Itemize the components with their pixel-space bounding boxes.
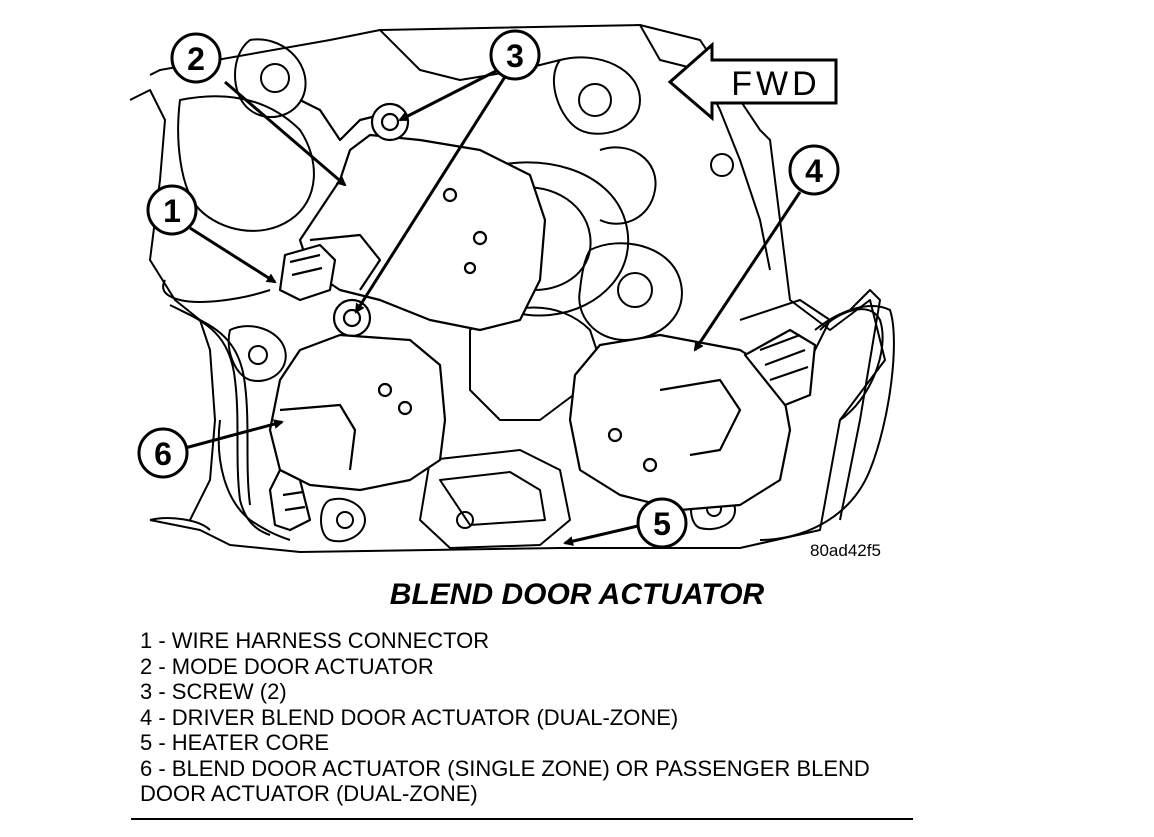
fwd-label: FWD (731, 65, 820, 103)
legend-item: 2 - MODE DOOR ACTUATOR (140, 653, 434, 679)
legend-divider (131, 818, 913, 820)
driver-blend-door-actuator-drawing (568, 328, 817, 512)
callout-label-5: 5 (653, 506, 671, 542)
callout-5: 5 (636, 497, 688, 549)
mode-door-actuator-drawing (278, 99, 547, 332)
callout-1: 1 (146, 184, 198, 236)
leader-arrow-1 (189, 226, 277, 284)
leader-arrow-4 (693, 191, 802, 352)
leader-arrow-5 (563, 524, 639, 547)
wire-harnesses-drawing (162, 279, 895, 541)
figure-title: BLEND DOOR ACTUATOR (389, 578, 765, 611)
callout-label-1: 1 (163, 193, 181, 229)
leader-arrow-6 (184, 419, 284, 450)
legend-item: 5 - HEATER CORE (140, 730, 330, 755)
callout-4: 4 (788, 144, 840, 196)
legend-item: 4 - DRIVER BLEND DOOR ACTUATOR (DUAL-ZON… (140, 704, 679, 730)
callout-label-6: 6 (154, 436, 172, 472)
leader-arrow-3a (398, 68, 499, 122)
leader-arrows (184, 68, 802, 547)
callout-2: 2 (170, 32, 222, 84)
callout-label-4: 4 (805, 153, 823, 189)
passenger-blend-door-actuator-drawing (268, 333, 447, 532)
legend-item: 1 - WIRE HARNESS CONNECTOR (140, 628, 490, 653)
callout-label-2: 2 (187, 41, 205, 77)
figure-code: 80ad42f5 (810, 541, 881, 560)
leader-arrow-3b (354, 71, 510, 314)
callout-6: 6 (137, 427, 189, 479)
callout-label-3: 3 (506, 38, 524, 74)
fwd-direction-arrow: FWD (667, 41, 838, 122)
legend-item: 6 - BLEND DOOR ACTUATOR (SINGLE ZONE) OR… (140, 755, 870, 807)
leader-arrow-2 (224, 80, 347, 187)
callout-3: 3 (489, 29, 541, 81)
legend-item: 3 - SCREW (2) (140, 679, 287, 704)
legend-list: 1 - WIRE HARNESS CONNECTOR 2 - MODE DOOR… (140, 628, 920, 807)
